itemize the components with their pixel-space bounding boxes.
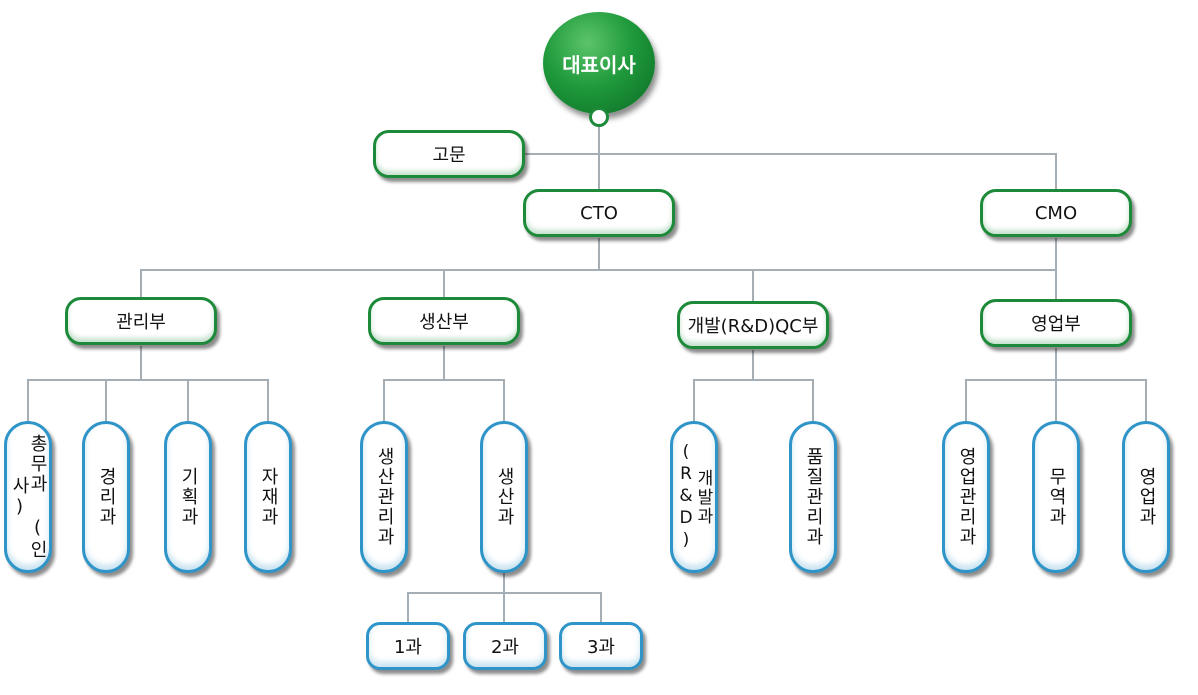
ceo-node: 대표이사 bbox=[543, 12, 655, 114]
team-trade-node: 무역과 bbox=[1032, 421, 1080, 573]
team-development-label: 개발과(R&D) bbox=[676, 442, 713, 552]
team-materials-node: 자재과 bbox=[244, 421, 292, 573]
team-planning-node: 기획과 bbox=[164, 421, 212, 573]
dept-admin-label: 관리부 bbox=[116, 312, 166, 333]
team-accounting-node: 경리과 bbox=[82, 421, 130, 573]
dept-production-label: 생산부 bbox=[419, 312, 469, 333]
subteam-1-node: 1과 bbox=[366, 622, 450, 670]
advisor-node: 고문 bbox=[373, 130, 525, 178]
team-production-node: 생산과 bbox=[480, 421, 528, 573]
cmo-label: CMO bbox=[1034, 202, 1078, 224]
connector-advisor-cmo bbox=[524, 153, 1057, 190]
team-production-mgmt-node: 생산관리과 bbox=[360, 421, 408, 573]
advisor-label: 고문 bbox=[432, 145, 466, 166]
connector-subteams bbox=[407, 572, 602, 622]
team-accounting-label: 경리과 bbox=[96, 467, 117, 527]
subteam-2-label: 2과 bbox=[490, 637, 519, 658]
team-trade-label: 무역과 bbox=[1046, 467, 1067, 527]
cto-node: CTO bbox=[523, 189, 675, 237]
dept-production-node: 생산부 bbox=[368, 297, 520, 345]
subteam-3-label: 3과 bbox=[586, 637, 615, 658]
connector-rnd-teams bbox=[693, 350, 814, 422]
team-sales-mgmt-label: 영업관리과 bbox=[956, 447, 977, 547]
team-sales-node: 영업과 bbox=[1122, 421, 1170, 573]
ceo-connector-dot bbox=[589, 107, 609, 127]
connector-dept-bus bbox=[140, 269, 1056, 300]
team-materials-label: 자재과 bbox=[258, 467, 279, 527]
team-sales-label: 영업과 bbox=[1136, 467, 1157, 527]
dept-rnd-qc-node: 개발(R&D)QC부 bbox=[677, 301, 829, 349]
connector-admin-teams bbox=[27, 346, 269, 422]
cmo-node: CMO bbox=[980, 189, 1132, 237]
team-production-mgmt-label: 생산관리과 bbox=[374, 447, 395, 547]
team-general-affairs-label: 총무과 (인사) bbox=[9, 434, 48, 560]
dept-rnd-qc-label: 개발(R&D)QC부 bbox=[687, 316, 819, 337]
team-production-label: 생산과 bbox=[494, 467, 515, 527]
team-planning-label: 기획과 bbox=[178, 467, 199, 527]
subteam-2-node: 2과 bbox=[463, 622, 547, 670]
team-general-affairs-node: 총무과 (인사) bbox=[4, 421, 52, 573]
connector-sales-teams bbox=[965, 348, 1147, 422]
cto-label: CTO bbox=[580, 202, 618, 224]
team-development-node: 개발과(R&D) bbox=[670, 421, 718, 573]
dept-admin-node: 관리부 bbox=[65, 297, 217, 345]
team-quality-mgmt-node: 품질관리과 bbox=[789, 421, 837, 573]
dept-sales-node: 영업부 bbox=[980, 299, 1132, 347]
ceo-label: 대표이사 bbox=[562, 52, 636, 77]
connector-production-teams bbox=[383, 346, 505, 422]
team-quality-mgmt-label: 품질관리과 bbox=[803, 447, 824, 547]
subteam-3-node: 3과 bbox=[559, 622, 643, 670]
dept-sales-label: 영업부 bbox=[1031, 314, 1081, 335]
team-sales-mgmt-node: 영업관리과 bbox=[942, 421, 990, 573]
subteam-1-label: 1과 bbox=[393, 637, 422, 658]
